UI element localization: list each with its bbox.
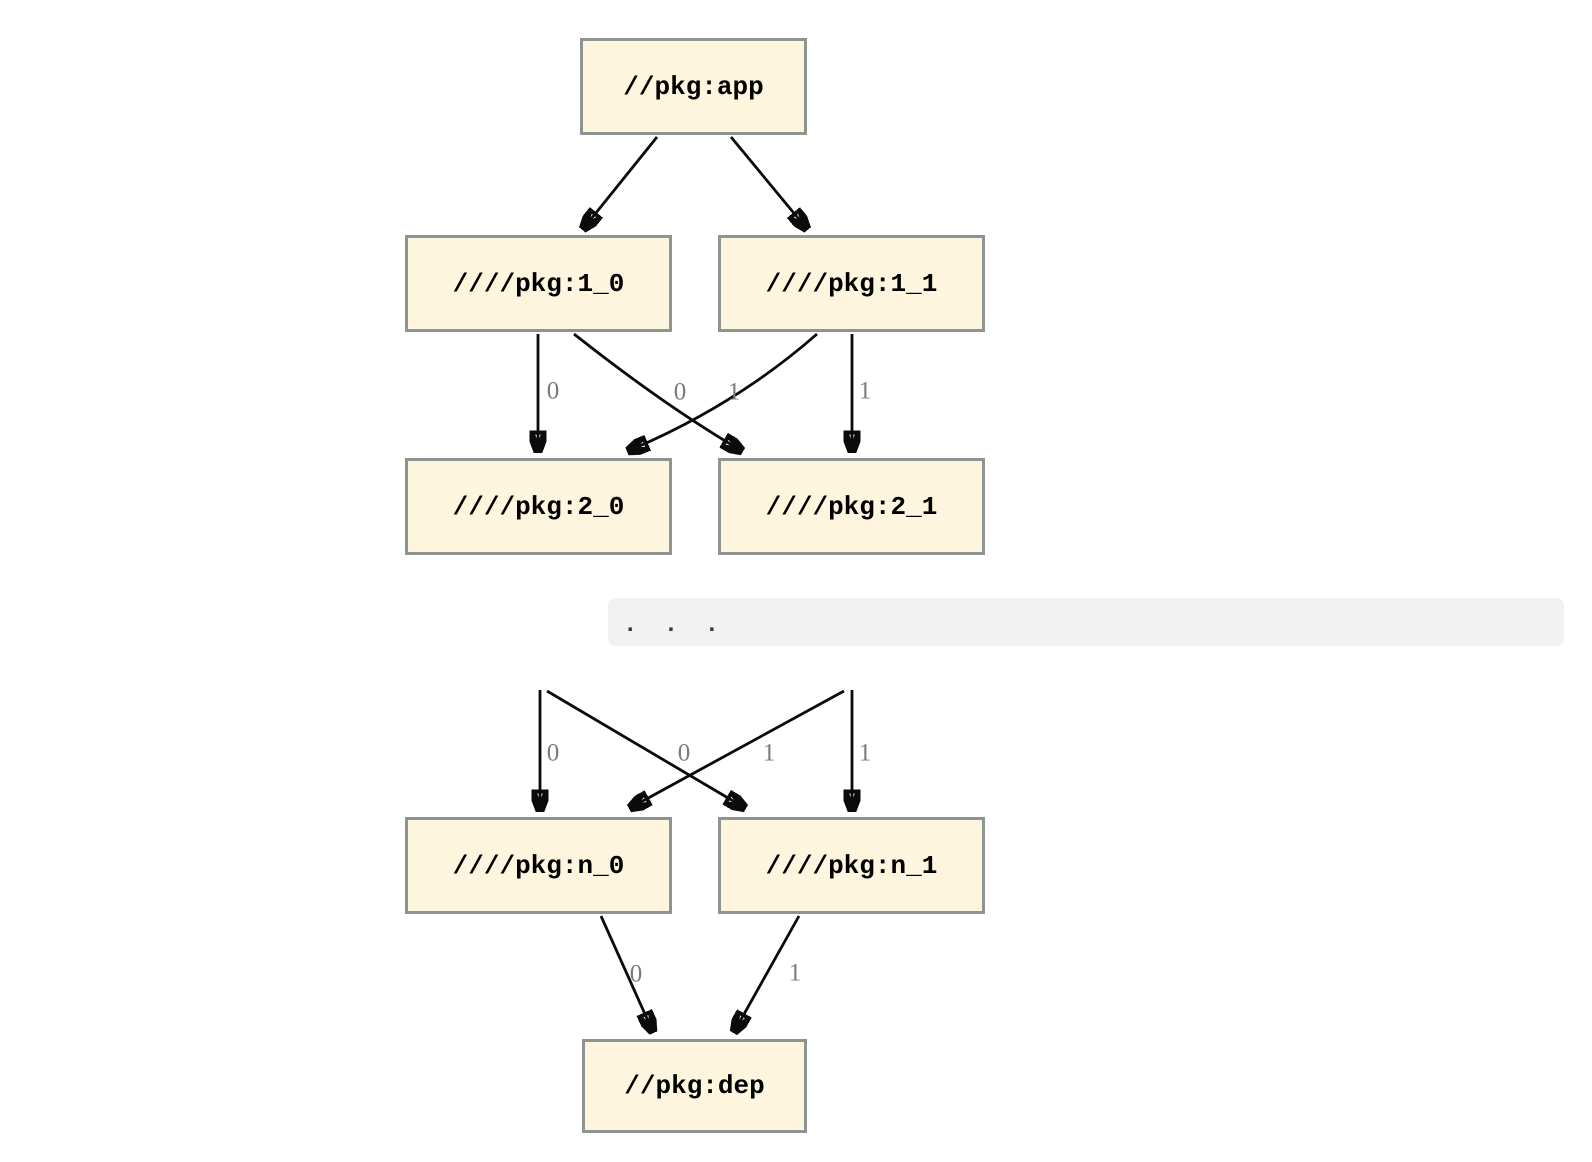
edge-n_0-to-dep	[599, 915, 653, 1032]
node-label: ////pkg:n_0	[452, 850, 625, 881]
edge-prev-to-n_1-cross	[546, 689, 745, 808]
node-label: ////pkg:n_1	[765, 850, 938, 881]
ellipsis-bar: . . .	[608, 598, 1564, 646]
edge-label-n_0-to-dep: 0	[629, 960, 643, 988]
edge-label-n_1-to-dep: 1	[788, 959, 802, 987]
node-label: ////pkg:2_0	[452, 491, 625, 522]
node-pkg-app: //pkg:app	[580, 38, 807, 135]
node-pkg-1-0: ////pkg:1_0	[405, 235, 672, 332]
edge-1_1-to-2_0	[628, 332, 818, 451]
edge-label-1_0-to-2_0: 0	[546, 377, 560, 405]
node-label: //pkg:app	[623, 71, 764, 102]
edge-label-prev-to-n_0-cross: 0	[677, 739, 691, 767]
node-pkg-2-0: ////pkg:2_0	[405, 458, 672, 555]
edge-app-to-1_1	[729, 136, 807, 229]
edge-label-1_1-to-2_0: 0	[673, 378, 687, 406]
node-pkg-n-1: ////pkg:n_1	[718, 817, 985, 914]
node-label: ////pkg:2_1	[765, 491, 938, 522]
node-label: ////pkg:1_0	[452, 268, 625, 299]
node-pkg-dep: //pkg:dep	[582, 1039, 807, 1133]
edge-app-to-1_0	[583, 136, 659, 229]
node-pkg-n-0: ////pkg:n_0	[405, 817, 672, 914]
node-label: //pkg:dep	[624, 1071, 765, 1101]
edge-label-1_1-to-2_1: 1	[858, 377, 872, 405]
edge-1_0-to-2_1	[573, 332, 742, 451]
edge-label-1_0-to-2_1: 1	[727, 378, 741, 406]
edge-prev-to-n_0-cross	[630, 689, 845, 808]
edge-label-prev-to-n_1-cross: 1	[762, 739, 776, 767]
node-pkg-2-1: ////pkg:2_1	[718, 458, 985, 555]
edge-n_1-to-dep	[734, 915, 801, 1032]
edge-label-prev-to-n_1-vertical: 1	[858, 739, 872, 767]
edge-label-prev-to-n_0-vertical: 0	[546, 739, 560, 767]
node-pkg-1-1: ////pkg:1_1	[718, 235, 985, 332]
ellipsis-dots: . . .	[623, 612, 726, 639]
node-label: ////pkg:1_1	[765, 268, 938, 299]
